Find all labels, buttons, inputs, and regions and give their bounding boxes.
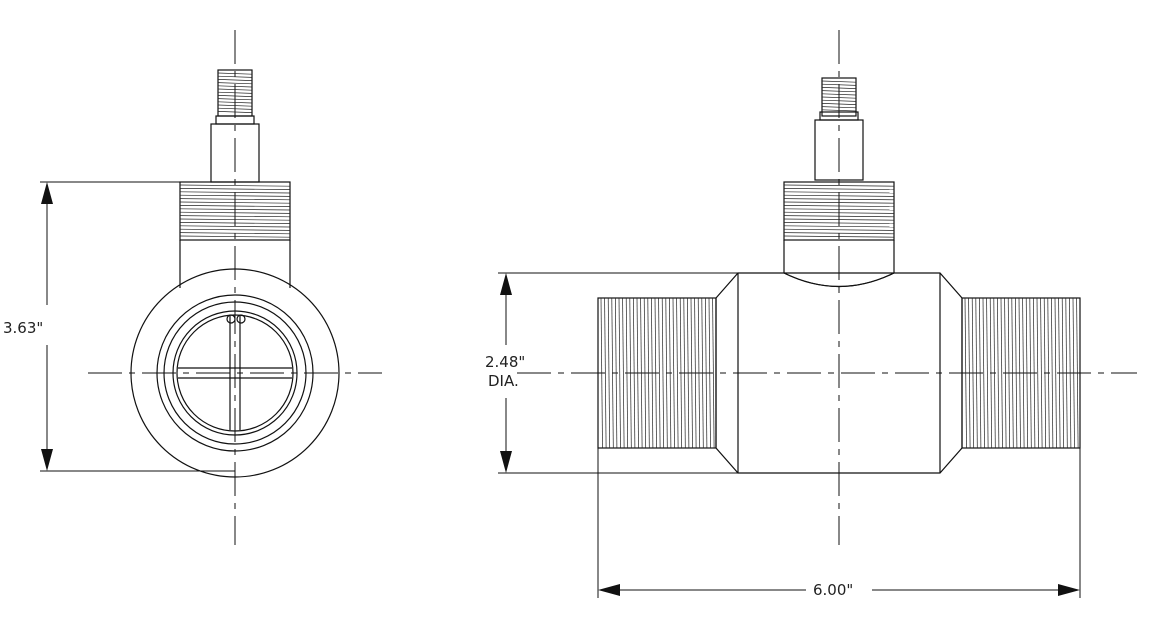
diameter-dimension-suffix: DIA. bbox=[488, 372, 519, 390]
end-view-pin-hole-right bbox=[236, 314, 246, 324]
end-view-mount-thread bbox=[179, 181, 291, 241]
side-view-mount-thread bbox=[783, 181, 895, 241]
length-dimension-label: 6.00" bbox=[813, 581, 853, 599]
height-dimension bbox=[40, 181, 235, 472]
side-view-left-pipe-thread bbox=[597, 297, 717, 449]
end-view-bore-circle bbox=[156, 294, 314, 452]
length-dimension bbox=[597, 448, 1081, 598]
side-view: 2.48" DIA. 6.00" bbox=[485, 30, 1137, 599]
side-view-right-pipe-thread bbox=[961, 297, 1081, 449]
diameter-dimension-value: 2.48" bbox=[485, 353, 525, 371]
end-view-pin-hole-left bbox=[226, 314, 236, 324]
end-view-inner-circle-3 bbox=[176, 314, 294, 432]
diameter-dimension bbox=[498, 272, 738, 474]
end-view-rotor-cross bbox=[178, 316, 292, 430]
end-view-inner-circle-1 bbox=[163, 301, 307, 445]
side-view-body bbox=[715, 272, 963, 474]
end-view-connector bbox=[210, 69, 260, 183]
end-view-inner-circle-2 bbox=[172, 310, 298, 436]
height-dimension-label: 3.63" bbox=[3, 319, 43, 337]
side-view-connector bbox=[814, 77, 864, 181]
end-view: 3.63" bbox=[3, 30, 382, 545]
end-view-neck bbox=[179, 240, 291, 288]
end-view-outer-circle bbox=[130, 268, 340, 478]
